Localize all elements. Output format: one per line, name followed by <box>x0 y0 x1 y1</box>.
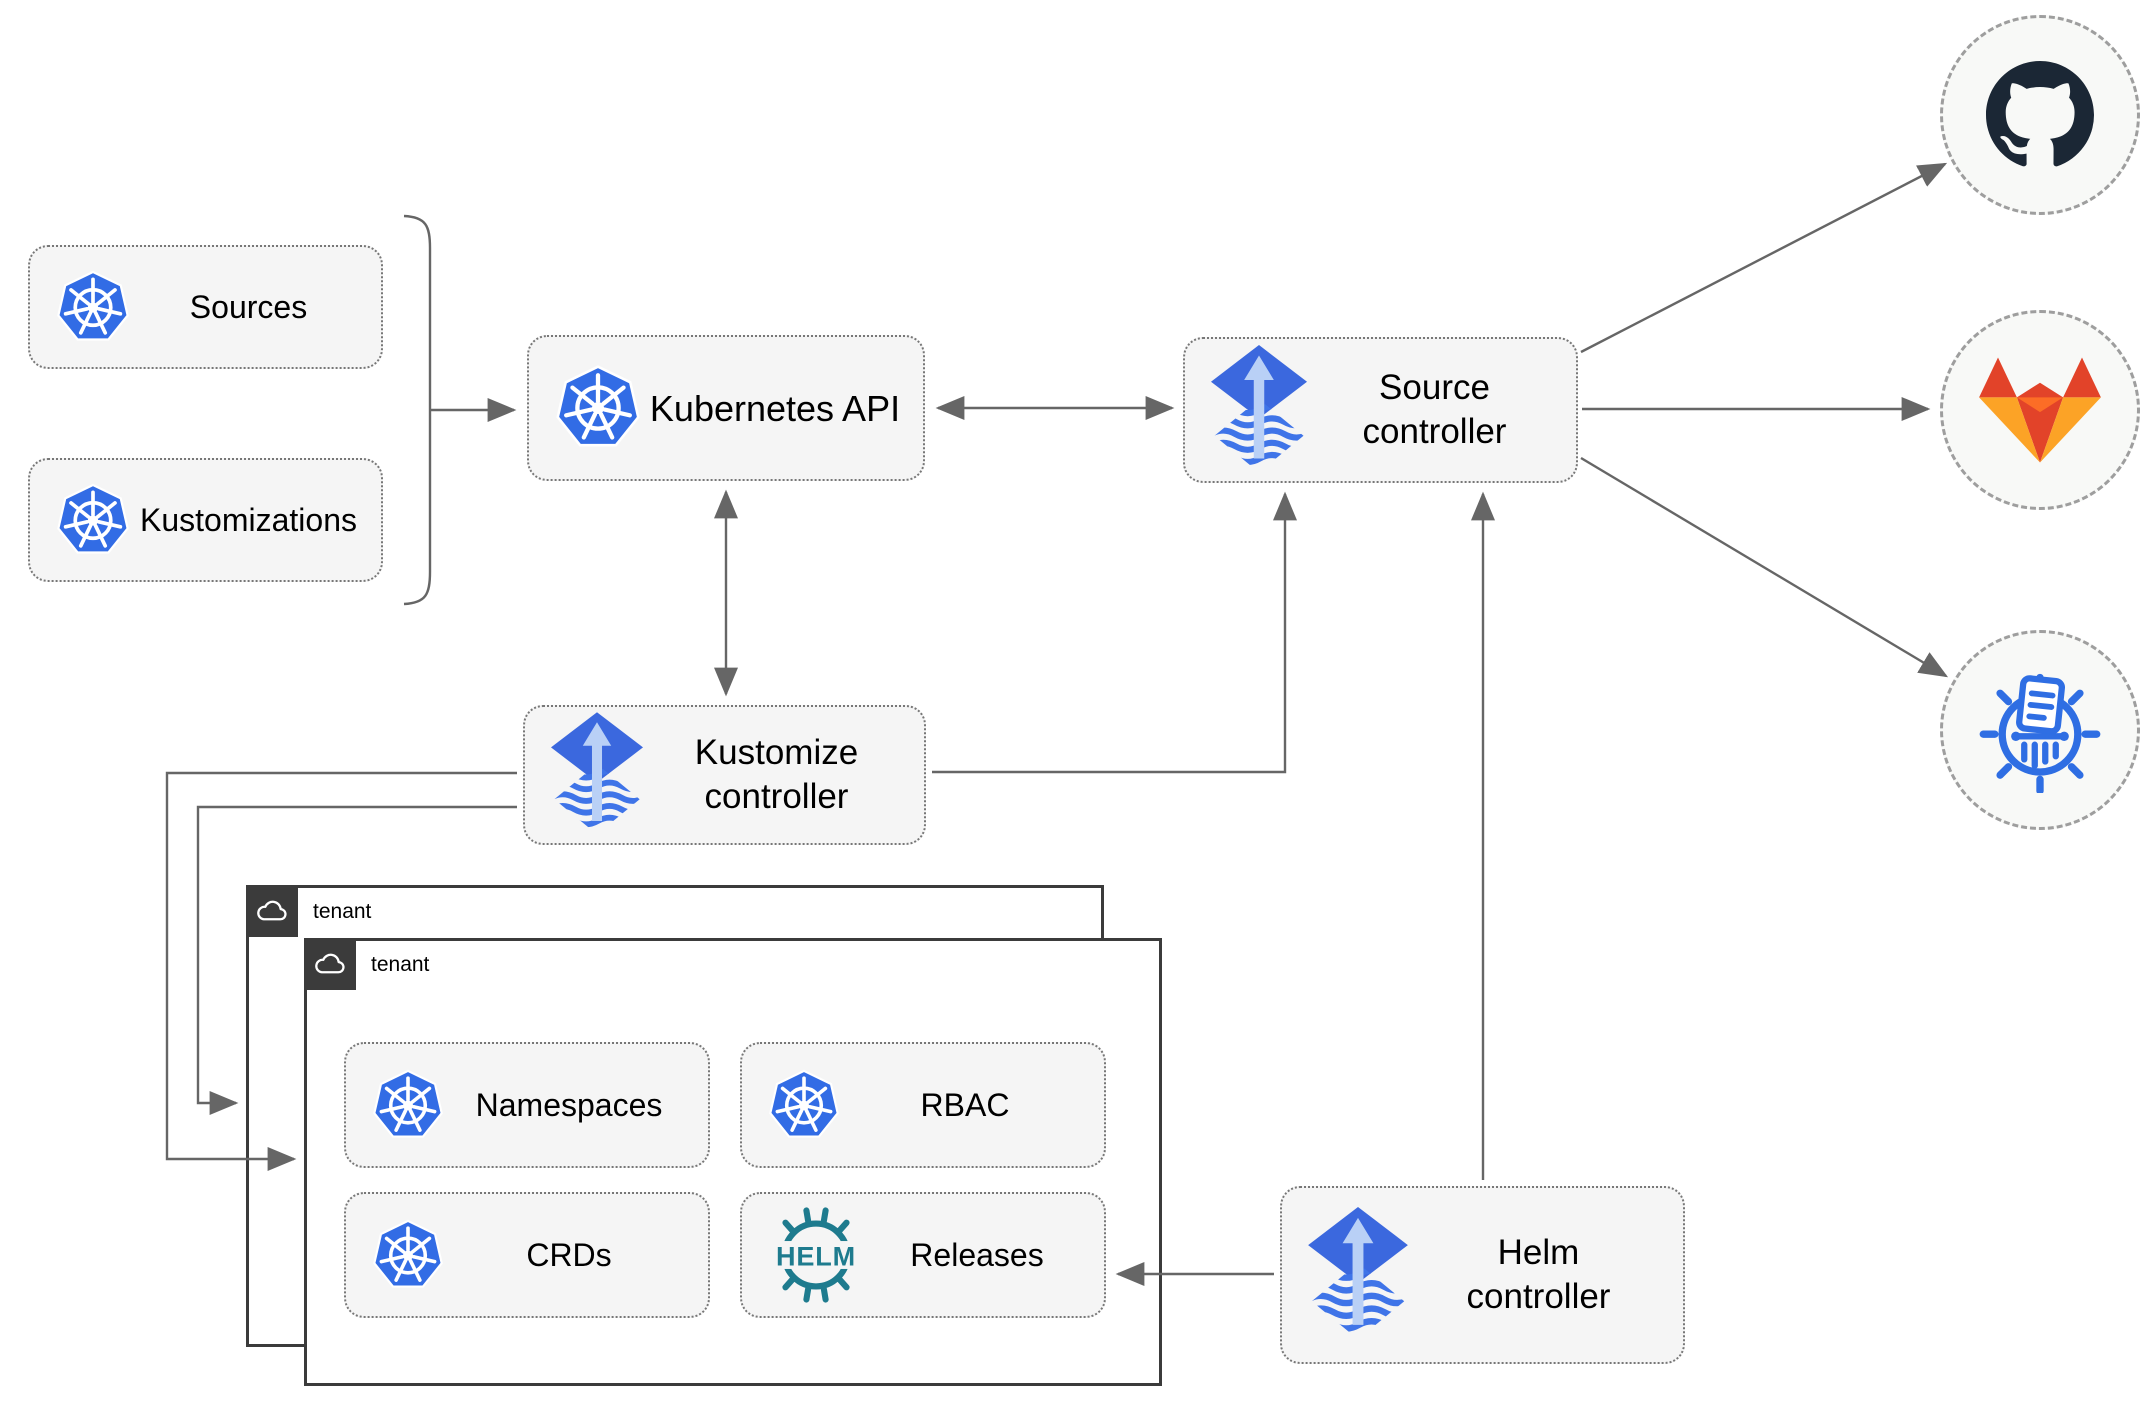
cloud-icon <box>313 952 347 977</box>
cloud-icon <box>255 899 289 924</box>
node-crds: CRDs <box>344 1192 710 1318</box>
node-releases: HELM Releases <box>740 1192 1106 1318</box>
node-label: Releases <box>910 1237 1044 1273</box>
tenant-group-label: tenant <box>371 953 430 976</box>
node-label: Helm controller <box>1466 1233 1611 1316</box>
tenant-group-label: tenant <box>313 900 372 923</box>
cloud-badge <box>304 938 356 990</box>
node-namespaces: Namespaces <box>344 1042 710 1168</box>
flux-icon <box>1308 1207 1408 1343</box>
github-icon <box>1986 61 2094 167</box>
kubernetes-icon <box>555 363 641 453</box>
node-helm-controller: Helm controller <box>1280 1186 1685 1364</box>
flux-icon <box>1211 345 1307 476</box>
helm-logo-text: HELM <box>776 1241 856 1271</box>
edge-bracket-sources <box>403 214 432 606</box>
node-kubernetes-api: Kubernetes API <box>527 335 925 481</box>
node-rbac: RBAC <box>740 1042 1106 1168</box>
node-kustomize-controller: Kustomize controller <box>523 705 926 845</box>
node-label: RBAC <box>920 1087 1010 1123</box>
endpoint-github <box>1940 15 2140 215</box>
node-label: Source controller <box>1362 368 1507 451</box>
kubernetes-icon <box>372 1068 444 1143</box>
gitlab-icon <box>1979 357 2101 463</box>
node-label: Sources <box>189 289 308 325</box>
endpoint-gitlab <box>1940 310 2140 510</box>
edge-source-to-github <box>1580 162 1948 354</box>
node-source-controller: Source controller <box>1183 337 1578 483</box>
node-kustomizations: Kustomizations <box>28 458 383 582</box>
kustomize-shredder-icon <box>1979 673 2101 793</box>
kubernetes-icon <box>56 482 130 559</box>
cloud-badge <box>246 885 298 937</box>
endpoint-kustomize <box>1940 630 2140 830</box>
kubernetes-icon <box>56 269 130 346</box>
node-label: Kustomize controller <box>694 733 859 816</box>
flux-icon <box>551 712 643 838</box>
node-label: Kustomizations <box>140 502 357 538</box>
node-label: CRDs <box>526 1237 612 1273</box>
helm-icon: HELM <box>768 1207 864 1303</box>
kubernetes-icon <box>372 1218 444 1293</box>
kubernetes-icon <box>768 1068 840 1143</box>
node-label: Namespaces <box>475 1087 663 1123</box>
edge-source-to-kustomize <box>1580 456 1949 678</box>
edge-kustomize-to-source-controller <box>932 491 1297 774</box>
node-sources: Sources <box>28 245 383 369</box>
node-label: Kubernetes API <box>649 387 901 429</box>
